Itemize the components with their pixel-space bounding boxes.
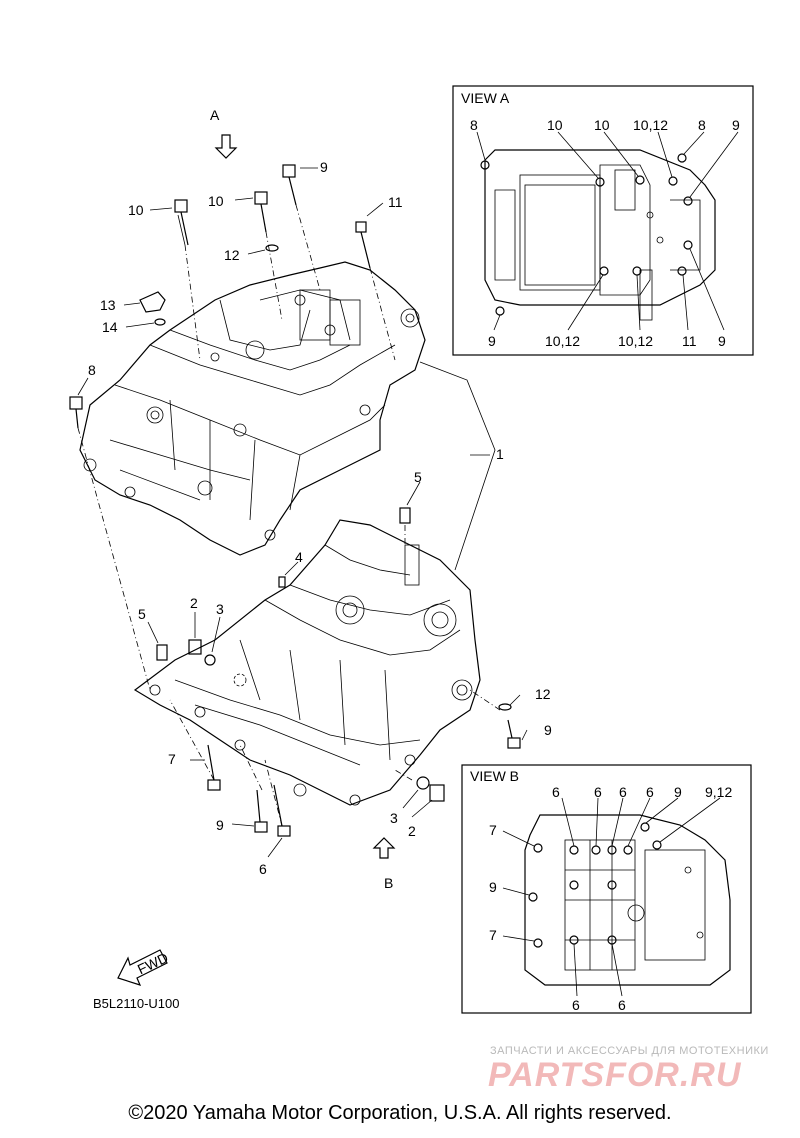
oring-14 (154, 318, 166, 326)
collar-2-top (188, 639, 202, 655)
callout-8: 8 (88, 362, 96, 378)
view-a-bottom-3: 10,12 (618, 333, 653, 349)
bolt-9-top (282, 164, 297, 206)
view-b-left-1: 7 (489, 822, 497, 838)
bolt-9-lower (254, 789, 268, 833)
view-b-bottom-1: 6 (572, 997, 580, 1013)
view-a-bottom-1: 9 (488, 333, 496, 349)
callout-3-top: 3 (216, 601, 224, 617)
view-a-bottom-4: 11 (682, 333, 697, 349)
view-a-top-6: 9 (732, 117, 740, 133)
washer-12-right (498, 703, 512, 711)
lower-crankcase (133, 519, 481, 806)
callout-7: 7 (168, 751, 176, 767)
bolt-9-right (507, 719, 521, 749)
view-b-top-3: 6 (619, 784, 627, 800)
view-a-arrow (214, 134, 238, 159)
watermark-logo: PARTSFOR.RU (488, 1056, 742, 1094)
view-b-bottom-2: 6 (618, 997, 626, 1013)
oring-3-bottom (416, 776, 430, 790)
view-b-panel: VIEW B 6 6 6 (461, 764, 752, 1014)
washer-12-top (265, 244, 279, 252)
small-parts (69, 164, 521, 837)
view-b-arrow (372, 837, 396, 859)
callout-14: 14 (102, 319, 118, 335)
bolt-11 (355, 221, 371, 269)
view-a-top-5: 8 (698, 117, 706, 133)
view-b-title: VIEW B (470, 768, 519, 784)
view-b-left-3: 7 (489, 927, 497, 943)
collar-2-bottom (429, 784, 445, 802)
bolt-7 (207, 744, 221, 791)
callout-9-top: 9 (320, 159, 328, 175)
bolt-6 (273, 784, 291, 837)
callout-12-right: 12 (535, 686, 551, 702)
view-b-top-2: 6 (594, 784, 602, 800)
view-a-top-4: 10,12 (633, 117, 668, 133)
callout-9-bottom: 9 (216, 817, 224, 833)
callout-9-right: 9 (544, 722, 552, 738)
dowel-5-left (156, 644, 168, 661)
view-b-top-4: 6 (646, 784, 654, 800)
view-a-panel: VIEW A 8 10 10 10,12 (452, 85, 754, 356)
callout-3-bottom: 3 (390, 810, 398, 826)
fwd-arrow-icon: FWD (117, 949, 171, 986)
bolt-8 (69, 396, 83, 429)
pin-4 (278, 576, 286, 588)
callout-10b: 10 (208, 193, 224, 209)
callout-1: 1 (496, 446, 504, 462)
view-a-top-2: 10 (547, 117, 563, 133)
callout-2-bottom: 2 (408, 823, 416, 839)
upper-crankcase (79, 261, 426, 556)
view-b-top-5: 9 (674, 784, 682, 800)
bolt-10b (254, 191, 268, 233)
view-a-top-3: 10 (594, 117, 610, 133)
drawing-code: B5L2110-U100 (93, 996, 180, 1011)
view-a-bottom-5: 9 (718, 333, 726, 349)
callout-12-top: 12 (224, 247, 240, 263)
callout-6: 6 (259, 861, 267, 877)
oring-3-top (204, 654, 216, 666)
view-a-title: VIEW A (461, 90, 510, 106)
leader-lines (77, 167, 528, 858)
callout-10a: 10 (128, 202, 144, 218)
callout-view-a: A (210, 107, 220, 123)
callout-4: 4 (295, 549, 303, 565)
callout-5-left: 5 (138, 606, 146, 622)
view-a-bottom-2: 10,12 (545, 333, 580, 349)
callout-5-top: 5 (414, 469, 422, 485)
bolt-10a (174, 199, 189, 246)
view-a-top-1: 8 (470, 117, 478, 133)
plug-13 (139, 291, 166, 313)
callout-2-top: 2 (190, 595, 198, 611)
view-b-left-2: 9 (489, 879, 497, 895)
watermark-tagline: ЗАПЧАСТИ И АКСЕССУАРЫ ДЛЯ МОТОТЕХНИКИ (490, 1045, 769, 1057)
callout-view-b: B (384, 875, 393, 891)
copyright-notice: ©2020 Yamaha Motor Corporation, U.S.A. A… (128, 1102, 672, 1124)
callout-11: 11 (388, 194, 403, 210)
main-callouts: A B 10 10 9 11 12 13 14 8 1 5 4 2 3 5 7 … (88, 107, 552, 891)
view-b-top-6: 9,12 (705, 784, 732, 800)
view-b-top-1: 6 (552, 784, 560, 800)
fwd-label: FWD (135, 949, 171, 977)
callout-13: 13 (100, 297, 116, 313)
dowel-5-top (399, 507, 411, 524)
